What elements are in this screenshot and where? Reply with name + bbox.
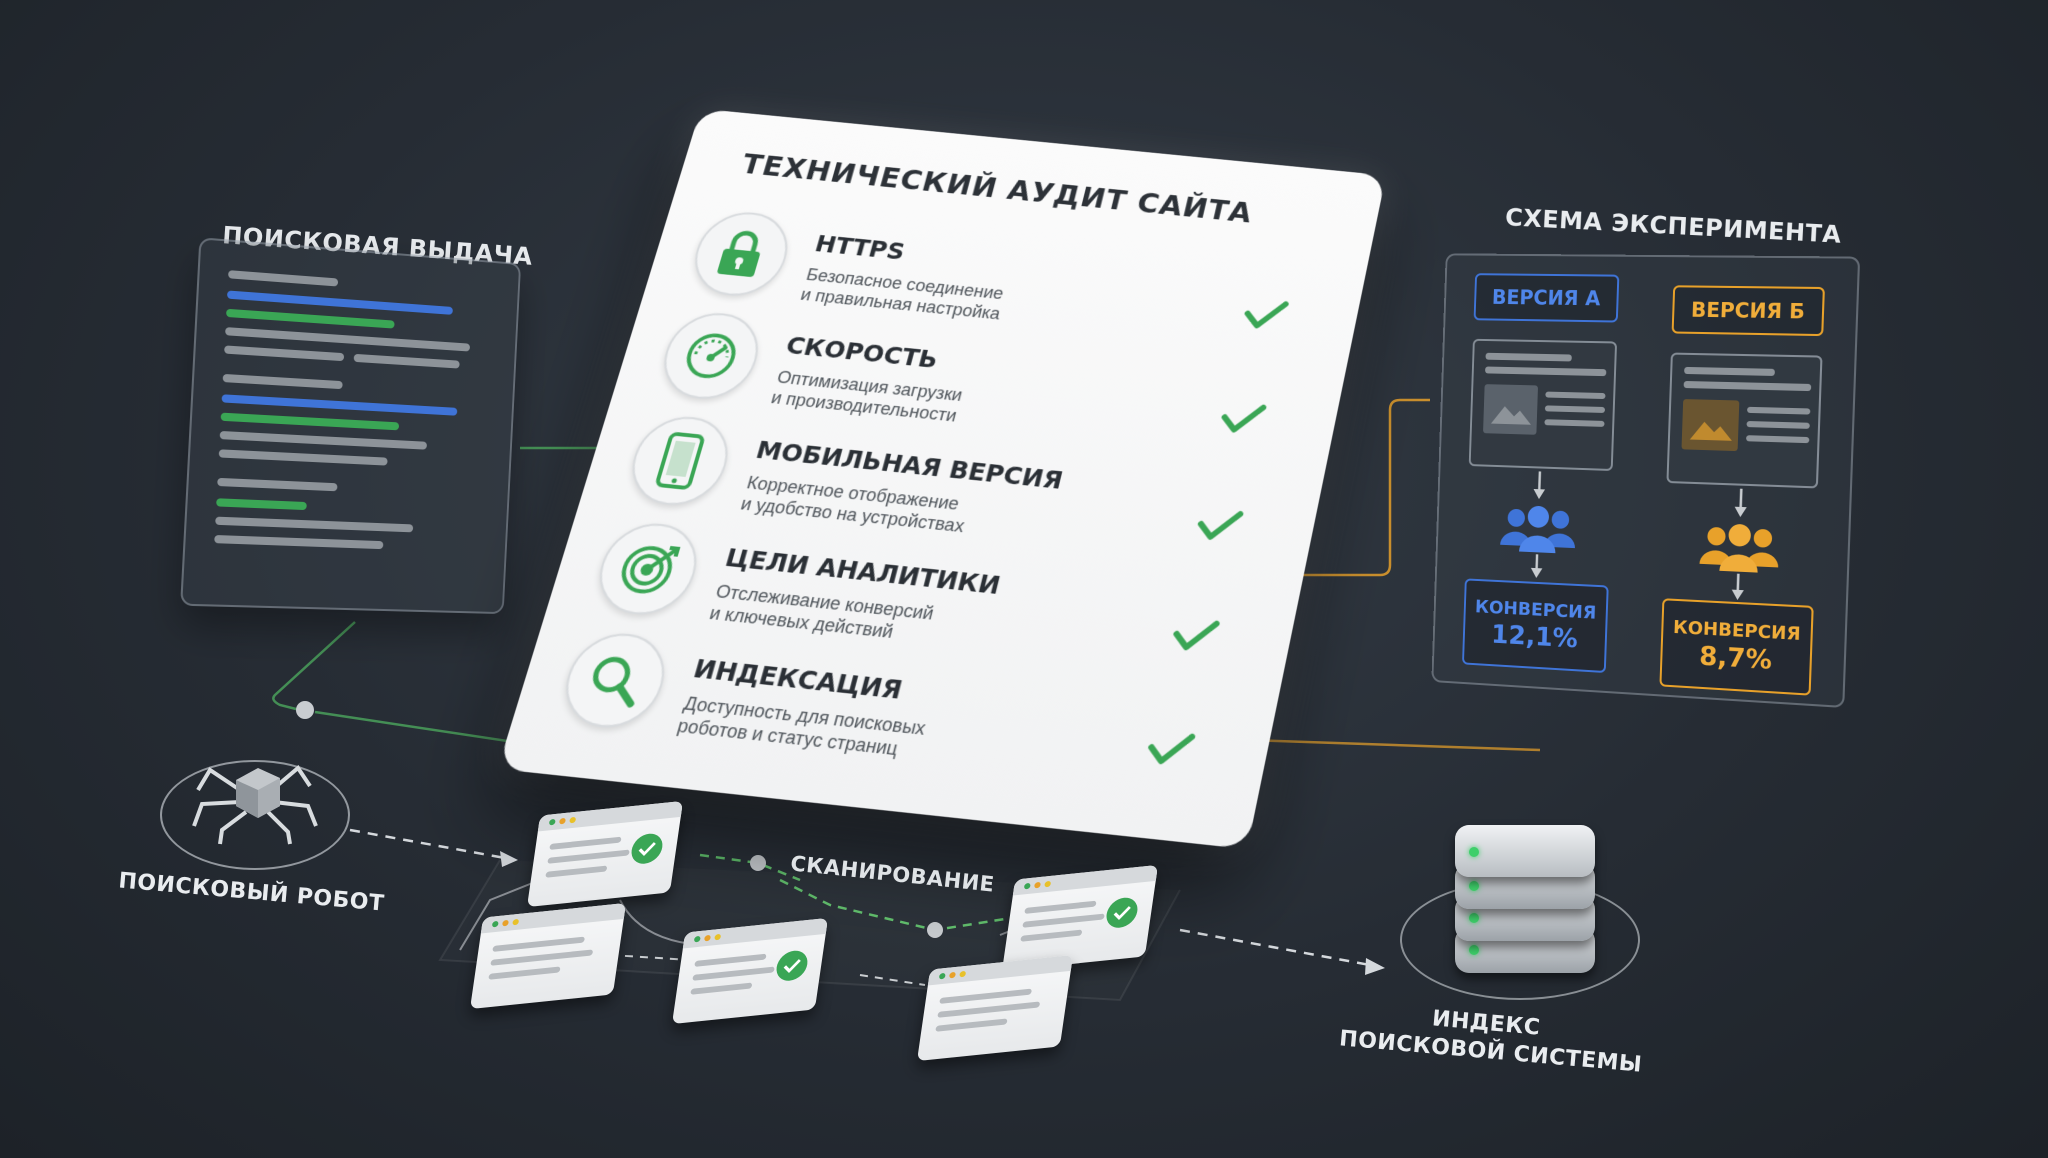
conversion-b-label: Конверсия bbox=[1672, 616, 1801, 645]
audit-item-title: Скорость bbox=[782, 331, 941, 374]
check-icon bbox=[629, 832, 665, 866]
serp-line bbox=[219, 430, 428, 450]
serp-line bbox=[227, 270, 339, 287]
audit-item-mobile: Мобильная версия Корректное отображениеи… bbox=[619, 412, 1283, 574]
serp-panel bbox=[180, 237, 522, 615]
audit-item-title: HTTPS bbox=[812, 230, 908, 266]
audit-document: Технический аудит сайта HTTPS Безопасное… bbox=[497, 108, 1387, 850]
version-b-page bbox=[1666, 352, 1823, 489]
target-icon bbox=[588, 519, 708, 620]
crawled-page-card bbox=[469, 902, 627, 1010]
crawled-page-card bbox=[1001, 864, 1159, 972]
serp-result-url bbox=[220, 412, 400, 431]
serp-line bbox=[217, 477, 338, 492]
serp-line bbox=[215, 516, 414, 533]
check-icon bbox=[1169, 616, 1222, 657]
lock-icon bbox=[684, 208, 798, 300]
magnifier-icon bbox=[554, 629, 676, 732]
serp-line bbox=[224, 345, 345, 362]
check-icon bbox=[1143, 728, 1197, 770]
experiment-panel: Версия А Версия Б bbox=[1431, 253, 1861, 709]
serp-line bbox=[353, 353, 460, 369]
version-a-page bbox=[1468, 338, 1618, 472]
check-icon bbox=[1217, 400, 1268, 438]
image-placeholder-icon bbox=[1483, 384, 1539, 435]
smartphone-icon bbox=[621, 412, 739, 510]
crawled-page-card bbox=[671, 917, 829, 1025]
users-group-icon bbox=[1500, 505, 1576, 554]
conversion-a-value: 12,1% bbox=[1490, 619, 1579, 654]
check-icon bbox=[774, 949, 810, 983]
serp-line bbox=[214, 534, 384, 550]
conversion-a-box: Конверсия 12,1% bbox=[1462, 578, 1609, 674]
crawled-page-card bbox=[916, 954, 1074, 1062]
serp-line bbox=[222, 373, 343, 390]
users-group-icon bbox=[1699, 523, 1779, 573]
check-icon bbox=[1240, 297, 1290, 334]
serp-result-url bbox=[216, 498, 307, 511]
spider-robot-icon bbox=[192, 765, 318, 845]
conversion-b-value: 8,7% bbox=[1698, 640, 1773, 676]
serp-line bbox=[218, 449, 388, 466]
check-icon bbox=[1193, 506, 1245, 545]
check-icon bbox=[1104, 896, 1140, 930]
robot-ring bbox=[160, 760, 350, 870]
crawled-page-card bbox=[526, 800, 684, 908]
server-stack-icon bbox=[1450, 815, 1600, 985]
conversion-b-box: Конверсия 8,7% bbox=[1659, 598, 1814, 696]
image-placeholder-icon bbox=[1681, 399, 1740, 452]
speedometer-icon bbox=[653, 309, 769, 404]
serp-result-link bbox=[221, 394, 458, 416]
serp-result-url bbox=[225, 308, 395, 329]
